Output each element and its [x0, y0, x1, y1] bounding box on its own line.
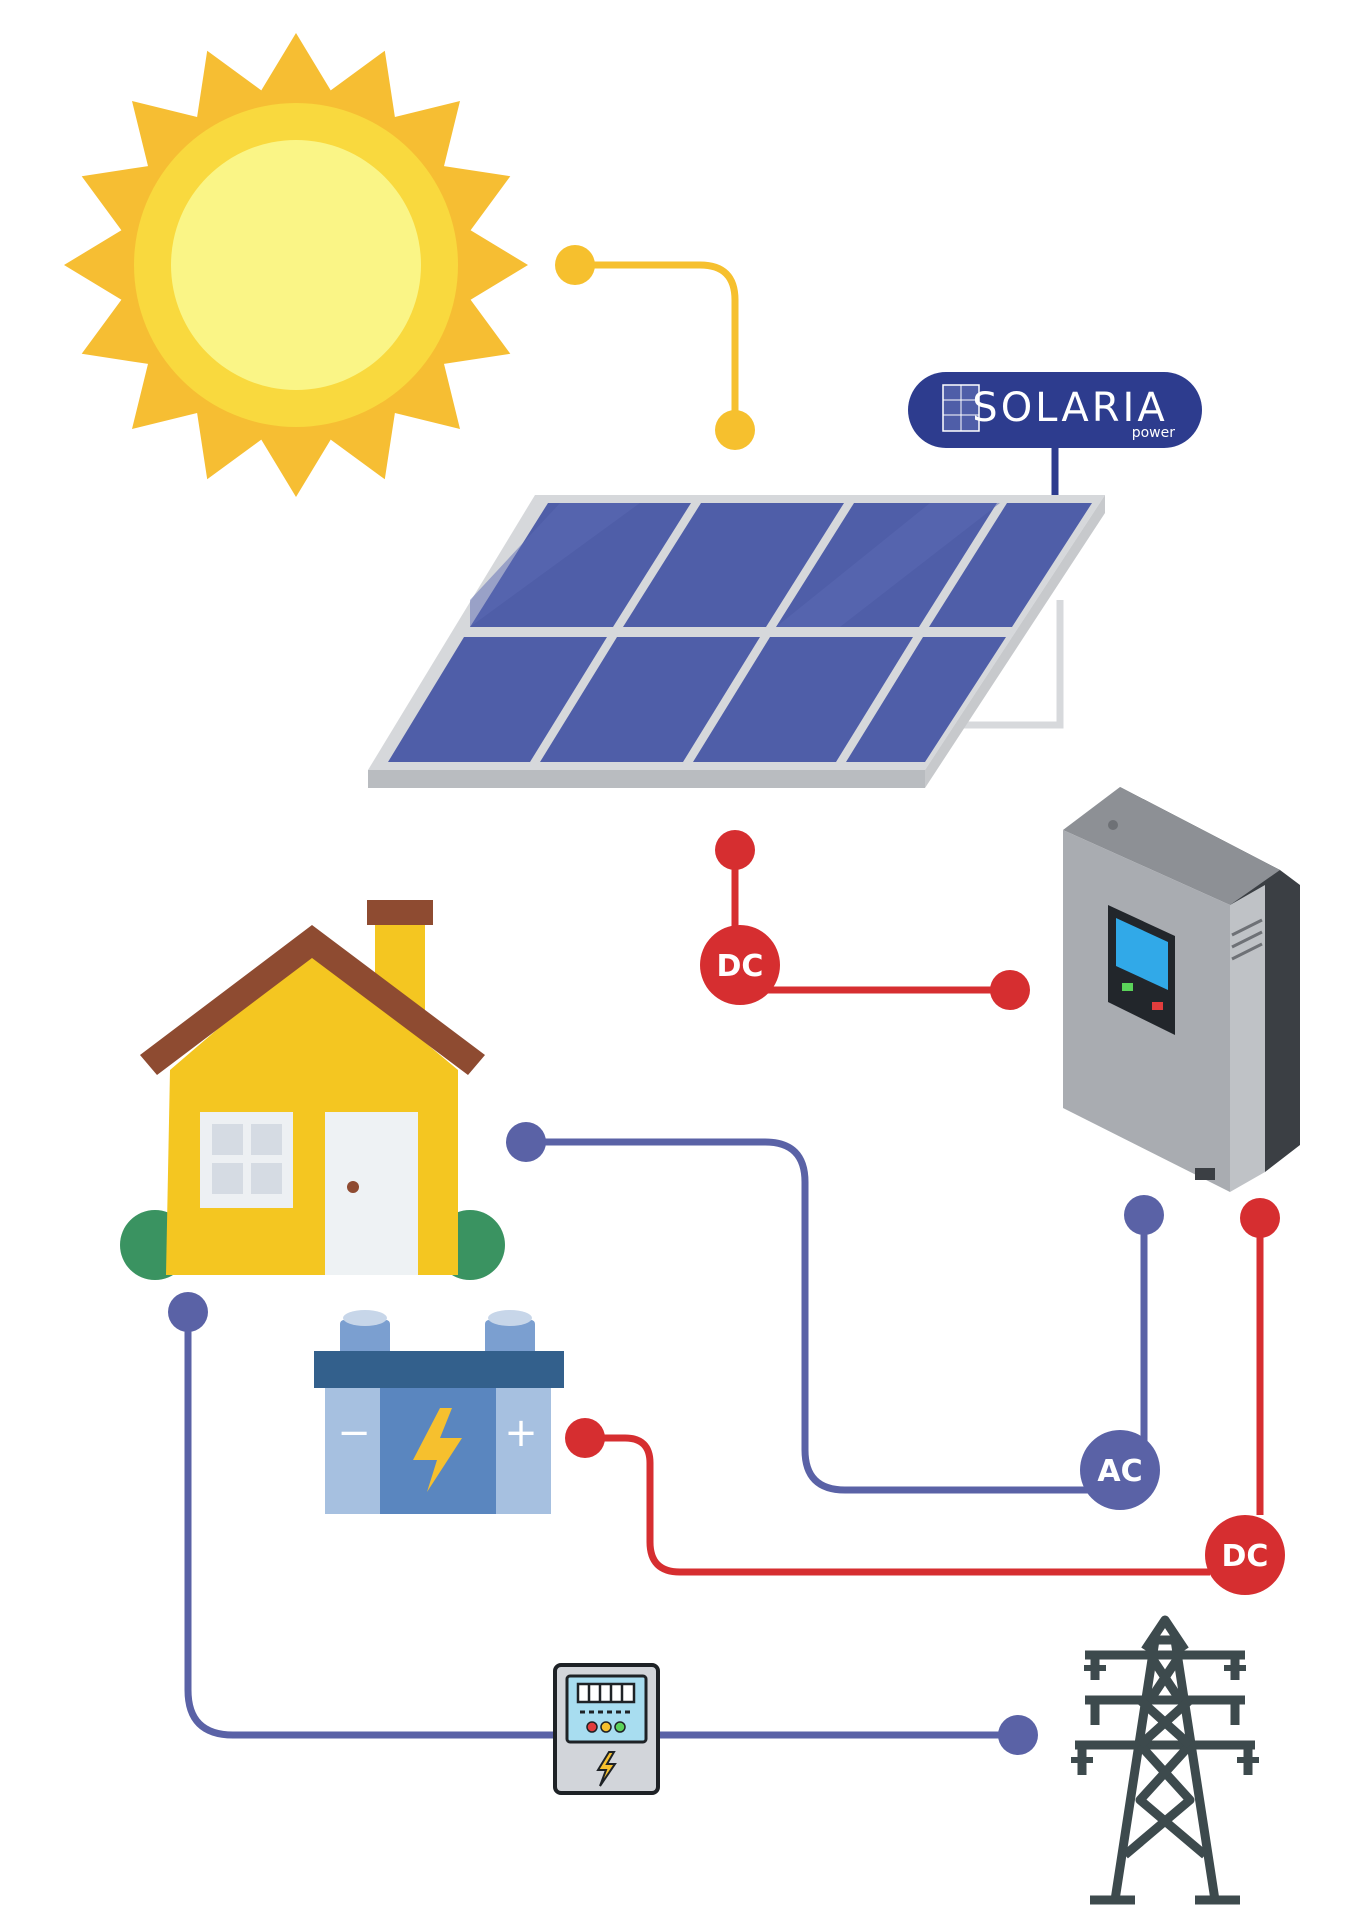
power-tower-icon: [1071, 1615, 1259, 1905]
battery-plus: +: [504, 1410, 538, 1456]
sun-to-panel-link: [555, 245, 755, 450]
ac-label: AC: [1097, 1454, 1142, 1489]
brand-tagline: power: [1132, 425, 1176, 441]
dc-label-top: DC: [717, 949, 764, 984]
sun-icon: [64, 33, 528, 497]
battery-to-inverter-dc-link: DC: [565, 1198, 1285, 1595]
solar-panel-icon: [368, 495, 1105, 788]
dc-label-bottom: DC: [1222, 1539, 1269, 1574]
battery-icon: − +: [314, 1310, 564, 1514]
inverter-icon: [1063, 787, 1300, 1192]
solaria-logo-icon: [942, 384, 980, 432]
brand-name: SOLARIA: [972, 385, 1167, 431]
brand-badge: SOLARIA power: [908, 372, 1202, 495]
inverter-to-house-ac-link: AC: [506, 1122, 1164, 1510]
house-icon: [120, 900, 505, 1280]
house-to-grid-link: [168, 1292, 1038, 1755]
battery-minus: −: [337, 1410, 371, 1456]
panel-to-inverter-dc-link: DC: [700, 830, 1030, 1010]
electric-meter-icon: [553, 1663, 660, 1795]
